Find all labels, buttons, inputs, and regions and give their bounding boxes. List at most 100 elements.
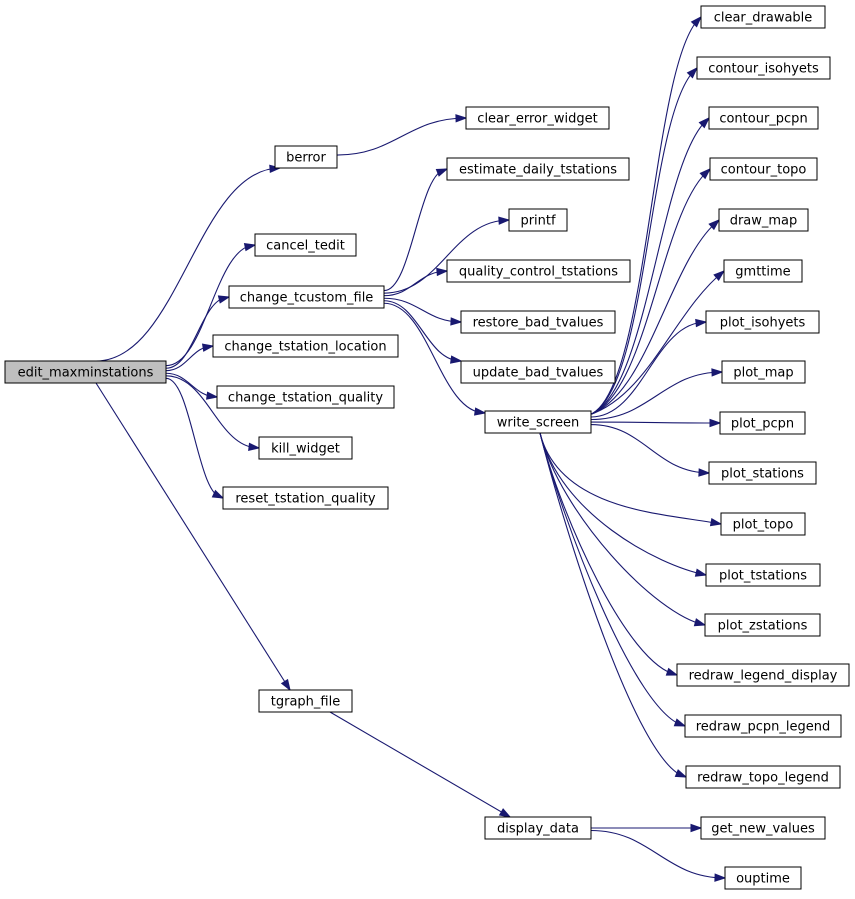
edge-display_data-to-get_new_values xyxy=(590,823,703,833)
arrowhead xyxy=(686,66,699,79)
edge-write_screen-to-clear_drawable xyxy=(588,15,703,416)
arrowhead xyxy=(673,718,687,727)
edge-line xyxy=(539,432,707,576)
node-box xyxy=(508,208,568,232)
node-plot_zstations[interactable]: plot_zstations xyxy=(704,613,821,637)
node-box xyxy=(460,310,616,334)
node-write_screen[interactable]: write_screen xyxy=(484,410,592,434)
arrowhead xyxy=(708,218,721,231)
node-kill_widget[interactable]: kill_widget xyxy=(258,436,353,460)
node-box xyxy=(228,285,385,309)
node-draw_map[interactable]: draw_map xyxy=(718,208,809,232)
node-change_tstation_location[interactable]: change_tstation_location xyxy=(212,334,399,358)
edge-line xyxy=(336,117,467,156)
node-estimate_daily_tstations[interactable]: estimate_daily_tstations xyxy=(446,157,630,181)
node-plot_stations[interactable]: plot_stations xyxy=(708,461,817,485)
node-printf[interactable]: printf xyxy=(508,208,568,232)
node-box xyxy=(721,360,806,384)
node-edit_maxminstations[interactable]: edit_maxminstations xyxy=(4,360,167,384)
node-label: plot_stations xyxy=(721,467,804,482)
edge-write_screen-to-plot_stations xyxy=(590,424,711,477)
node-box xyxy=(212,334,399,358)
node-update_bad_tvalues[interactable]: update_bad_tvalues xyxy=(460,360,616,384)
node-label: cancel_tedit xyxy=(266,239,345,254)
node-plot_map[interactable]: plot_map xyxy=(721,360,806,384)
node-box xyxy=(719,411,806,435)
node-label: plot_isohyets xyxy=(720,316,806,331)
node-box xyxy=(718,208,809,232)
edge-line xyxy=(588,67,698,416)
node-clear_drawable[interactable]: clear_drawable xyxy=(700,5,826,29)
node-box xyxy=(460,360,616,384)
node-clear_error_widget[interactable]: clear_error_widget xyxy=(465,106,610,130)
node-box xyxy=(254,233,357,257)
node-plot_tstations[interactable]: plot_tstations xyxy=(705,563,821,587)
node-label: reset_tstation_quality xyxy=(235,492,376,507)
node-change_tcustom_file[interactable]: change_tcustom_file xyxy=(228,285,385,309)
edge-write_screen-to-plot_tstations xyxy=(539,432,708,577)
node-plot_isohyets[interactable]: plot_isohyets xyxy=(705,310,820,334)
edge-change_tcustom_file-to-restore_bad_tvalues xyxy=(383,297,463,326)
arrowhead xyxy=(699,167,712,180)
node-contour_topo[interactable]: contour_topo xyxy=(709,157,818,181)
arrowhead xyxy=(474,407,487,416)
edge-write_screen-to-contour_topo xyxy=(588,167,712,416)
node-ouptime[interactable]: ouptime xyxy=(724,866,802,890)
edge-write_screen-to-plot_zstations xyxy=(539,432,707,627)
node-label: estimate_daily_tstations xyxy=(459,163,617,178)
node-cancel_tedit[interactable]: cancel_tedit xyxy=(254,233,357,257)
arrowhead xyxy=(695,318,708,328)
node-display_data[interactable]: display_data xyxy=(484,816,592,840)
arrowhead xyxy=(248,442,261,451)
edge-line xyxy=(588,270,725,416)
node-contour_pcpn[interactable]: contour_pcpn xyxy=(708,106,819,130)
edge-berror-to-clear_error_widget xyxy=(336,114,468,156)
node-quality_control_tstations[interactable]: quality_control_tstations xyxy=(446,259,631,283)
node-tgraph_file[interactable]: tgraph_file xyxy=(258,689,353,713)
arrowhead xyxy=(690,823,703,833)
node-box xyxy=(696,56,831,80)
edge-line xyxy=(590,371,723,421)
node-label: restore_bad_tvalues xyxy=(473,316,604,331)
node-box xyxy=(708,461,817,485)
node-plot_topo[interactable]: plot_topo xyxy=(720,512,806,536)
arrowhead xyxy=(709,517,723,527)
node-label: plot_pcpn xyxy=(731,417,794,432)
node-restore_bad_tvalues[interactable]: restore_bad_tvalues xyxy=(460,310,616,334)
edge-line xyxy=(588,168,711,416)
arrowhead xyxy=(714,873,727,882)
edge-write_screen-to-draw_map xyxy=(588,218,721,416)
node-box xyxy=(700,5,826,29)
node-gmttime[interactable]: gmttime xyxy=(723,259,803,283)
edge-tgraph_file-to-display_data xyxy=(329,711,512,818)
node-redraw_topo_legend[interactable]: redraw_topo_legend xyxy=(685,765,841,789)
node-get_new_values[interactable]: get_new_values xyxy=(700,816,826,840)
edge-line xyxy=(165,244,256,367)
node-redraw_pcpn_legend[interactable]: redraw_pcpn_legend xyxy=(684,714,842,738)
node-box xyxy=(685,765,841,789)
node-box xyxy=(216,385,395,409)
edge-write_screen-to-plot_pcpn xyxy=(590,418,722,428)
node-contour_isohyets[interactable]: contour_isohyets xyxy=(696,56,831,80)
node-redraw_legend_display[interactable]: redraw_legend_display xyxy=(676,663,850,687)
node-label: gmttime xyxy=(735,265,790,280)
arrowhead xyxy=(713,270,726,282)
node-change_tstation_quality[interactable]: change_tstation_quality xyxy=(216,385,395,409)
arrowhead xyxy=(455,114,468,123)
node-label: plot_tstations xyxy=(719,569,807,584)
node-plot_pcpn[interactable]: plot_pcpn xyxy=(719,411,806,435)
edge-edit_maxminstations-to-berror xyxy=(95,164,282,362)
node-box xyxy=(704,613,821,637)
node-berror[interactable]: berror xyxy=(274,145,338,169)
node-reset_tstation_quality[interactable]: reset_tstation_quality xyxy=(222,486,389,510)
edge-line xyxy=(590,424,710,474)
edge-change_tcustom_file-to-write_screen xyxy=(383,302,487,416)
edge-edit_maxminstations-to-reset_tstation_quality xyxy=(165,377,225,499)
node-box xyxy=(705,310,820,334)
node-box xyxy=(484,816,592,840)
node-label: quality_control_tstations xyxy=(459,265,618,280)
node-box xyxy=(724,866,802,890)
edge-write_screen-to-contour_pcpn xyxy=(588,116,711,416)
edge-line xyxy=(539,432,678,676)
node-box xyxy=(446,259,631,283)
